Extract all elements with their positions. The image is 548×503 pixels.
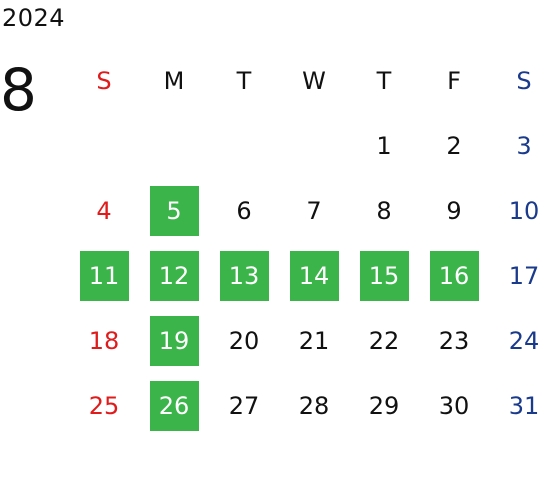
day-number [290, 121, 339, 171]
empty-day-cell [139, 121, 209, 171]
day-cell-8[interactable]: 8 [349, 186, 419, 236]
week-row: 11 12 13 14 15 16 17 [69, 251, 548, 301]
day-cell-22[interactable]: 22 [349, 316, 419, 366]
day-cell-29[interactable]: 29 [349, 381, 419, 431]
day-cell-14[interactable]: 14 [279, 251, 349, 301]
day-cell-18[interactable]: 18 [69, 316, 139, 366]
week-row: 4 5 6 7 8 9 10 [69, 186, 548, 236]
day-number: 2 [446, 132, 462, 160]
day-cell-10[interactable]: 10 [489, 186, 548, 236]
day-cell-28[interactable]: 28 [279, 381, 349, 431]
day-cell-26[interactable]: 26 [139, 381, 209, 431]
day-number: 23 [438, 327, 470, 355]
day-cell-6[interactable]: 6 [209, 186, 279, 236]
day-cell-19[interactable]: 19 [139, 316, 209, 366]
day-cell-4[interactable]: 4 [69, 186, 139, 236]
day-number: 12 [149, 251, 199, 301]
day-number: 3 [516, 132, 532, 160]
day-number: 15 [359, 251, 409, 301]
day-cell-7[interactable]: 7 [279, 186, 349, 236]
day-number: 8 [376, 197, 392, 225]
day-cell-27[interactable]: 27 [209, 381, 279, 431]
day-number: 17 [508, 262, 540, 290]
day-number: 14 [289, 251, 339, 301]
day-number: 22 [368, 327, 400, 355]
weekday-header-5: F [447, 67, 461, 95]
day-cell-24[interactable]: 24 [489, 316, 548, 366]
day-cell-17[interactable]: 17 [489, 251, 548, 301]
day-number: 25 [88, 392, 120, 420]
day-cell-30[interactable]: 30 [419, 381, 489, 431]
day-cell-16[interactable]: 16 [419, 251, 489, 301]
weekday-header-0: S [96, 67, 112, 95]
day-number: 16 [429, 251, 479, 301]
day-cell-15[interactable]: 15 [349, 251, 419, 301]
day-number: 6 [236, 197, 252, 225]
day-number: 13 [219, 251, 269, 301]
day-number: 5 [149, 186, 199, 236]
weekday-header-6: S [516, 67, 532, 95]
day-cell-3[interactable]: 3 [489, 121, 548, 171]
day-number: 19 [149, 316, 199, 366]
day-number: 18 [88, 327, 120, 355]
day-cell-11[interactable]: 11 [69, 251, 139, 301]
week-row: 18 19 20 21 22 23 24 [69, 316, 548, 366]
day-number: 29 [368, 392, 400, 420]
day-number: 1 [376, 132, 392, 160]
day-number [150, 121, 199, 171]
year-label: 2024 [2, 4, 66, 32]
day-number: 9 [446, 197, 462, 225]
day-cell-25[interactable]: 25 [69, 381, 139, 431]
day-cell-21[interactable]: 21 [279, 316, 349, 366]
day-cell-1[interactable]: 1 [349, 121, 419, 171]
day-number: 21 [298, 327, 330, 355]
empty-day-cell [209, 121, 279, 171]
day-number: 28 [298, 392, 330, 420]
day-number: 7 [306, 197, 322, 225]
day-number: 20 [228, 327, 260, 355]
day-cell-5[interactable]: 5 [139, 186, 209, 236]
day-cell-23[interactable]: 23 [419, 316, 489, 366]
day-number [80, 121, 129, 171]
day-number [220, 121, 269, 171]
weekday-header-2: T [236, 67, 252, 95]
day-cell-20[interactable]: 20 [209, 316, 279, 366]
day-cell-9[interactable]: 9 [419, 186, 489, 236]
day-number: 11 [79, 251, 129, 301]
day-number: 10 [508, 197, 540, 225]
day-cell-12[interactable]: 12 [139, 251, 209, 301]
day-number: 4 [96, 197, 112, 225]
day-number: 24 [508, 327, 540, 355]
day-number: 30 [438, 392, 470, 420]
week-row: 1 2 3 [69, 121, 548, 171]
week-row: 25 26 27 28 29 30 31 [69, 381, 548, 431]
day-cell-13[interactable]: 13 [209, 251, 279, 301]
month-number: 8 [0, 56, 37, 124]
day-number: 26 [149, 381, 199, 431]
day-cell-31[interactable]: 31 [489, 381, 548, 431]
weekday-header-1: M [163, 67, 185, 95]
weekday-header-3: W [302, 67, 326, 95]
weekday-header-4: T [376, 67, 392, 95]
day-number: 31 [508, 392, 540, 420]
day-cell-2[interactable]: 2 [419, 121, 489, 171]
empty-day-cell [69, 121, 139, 171]
empty-day-cell [279, 121, 349, 171]
day-number: 27 [228, 392, 260, 420]
